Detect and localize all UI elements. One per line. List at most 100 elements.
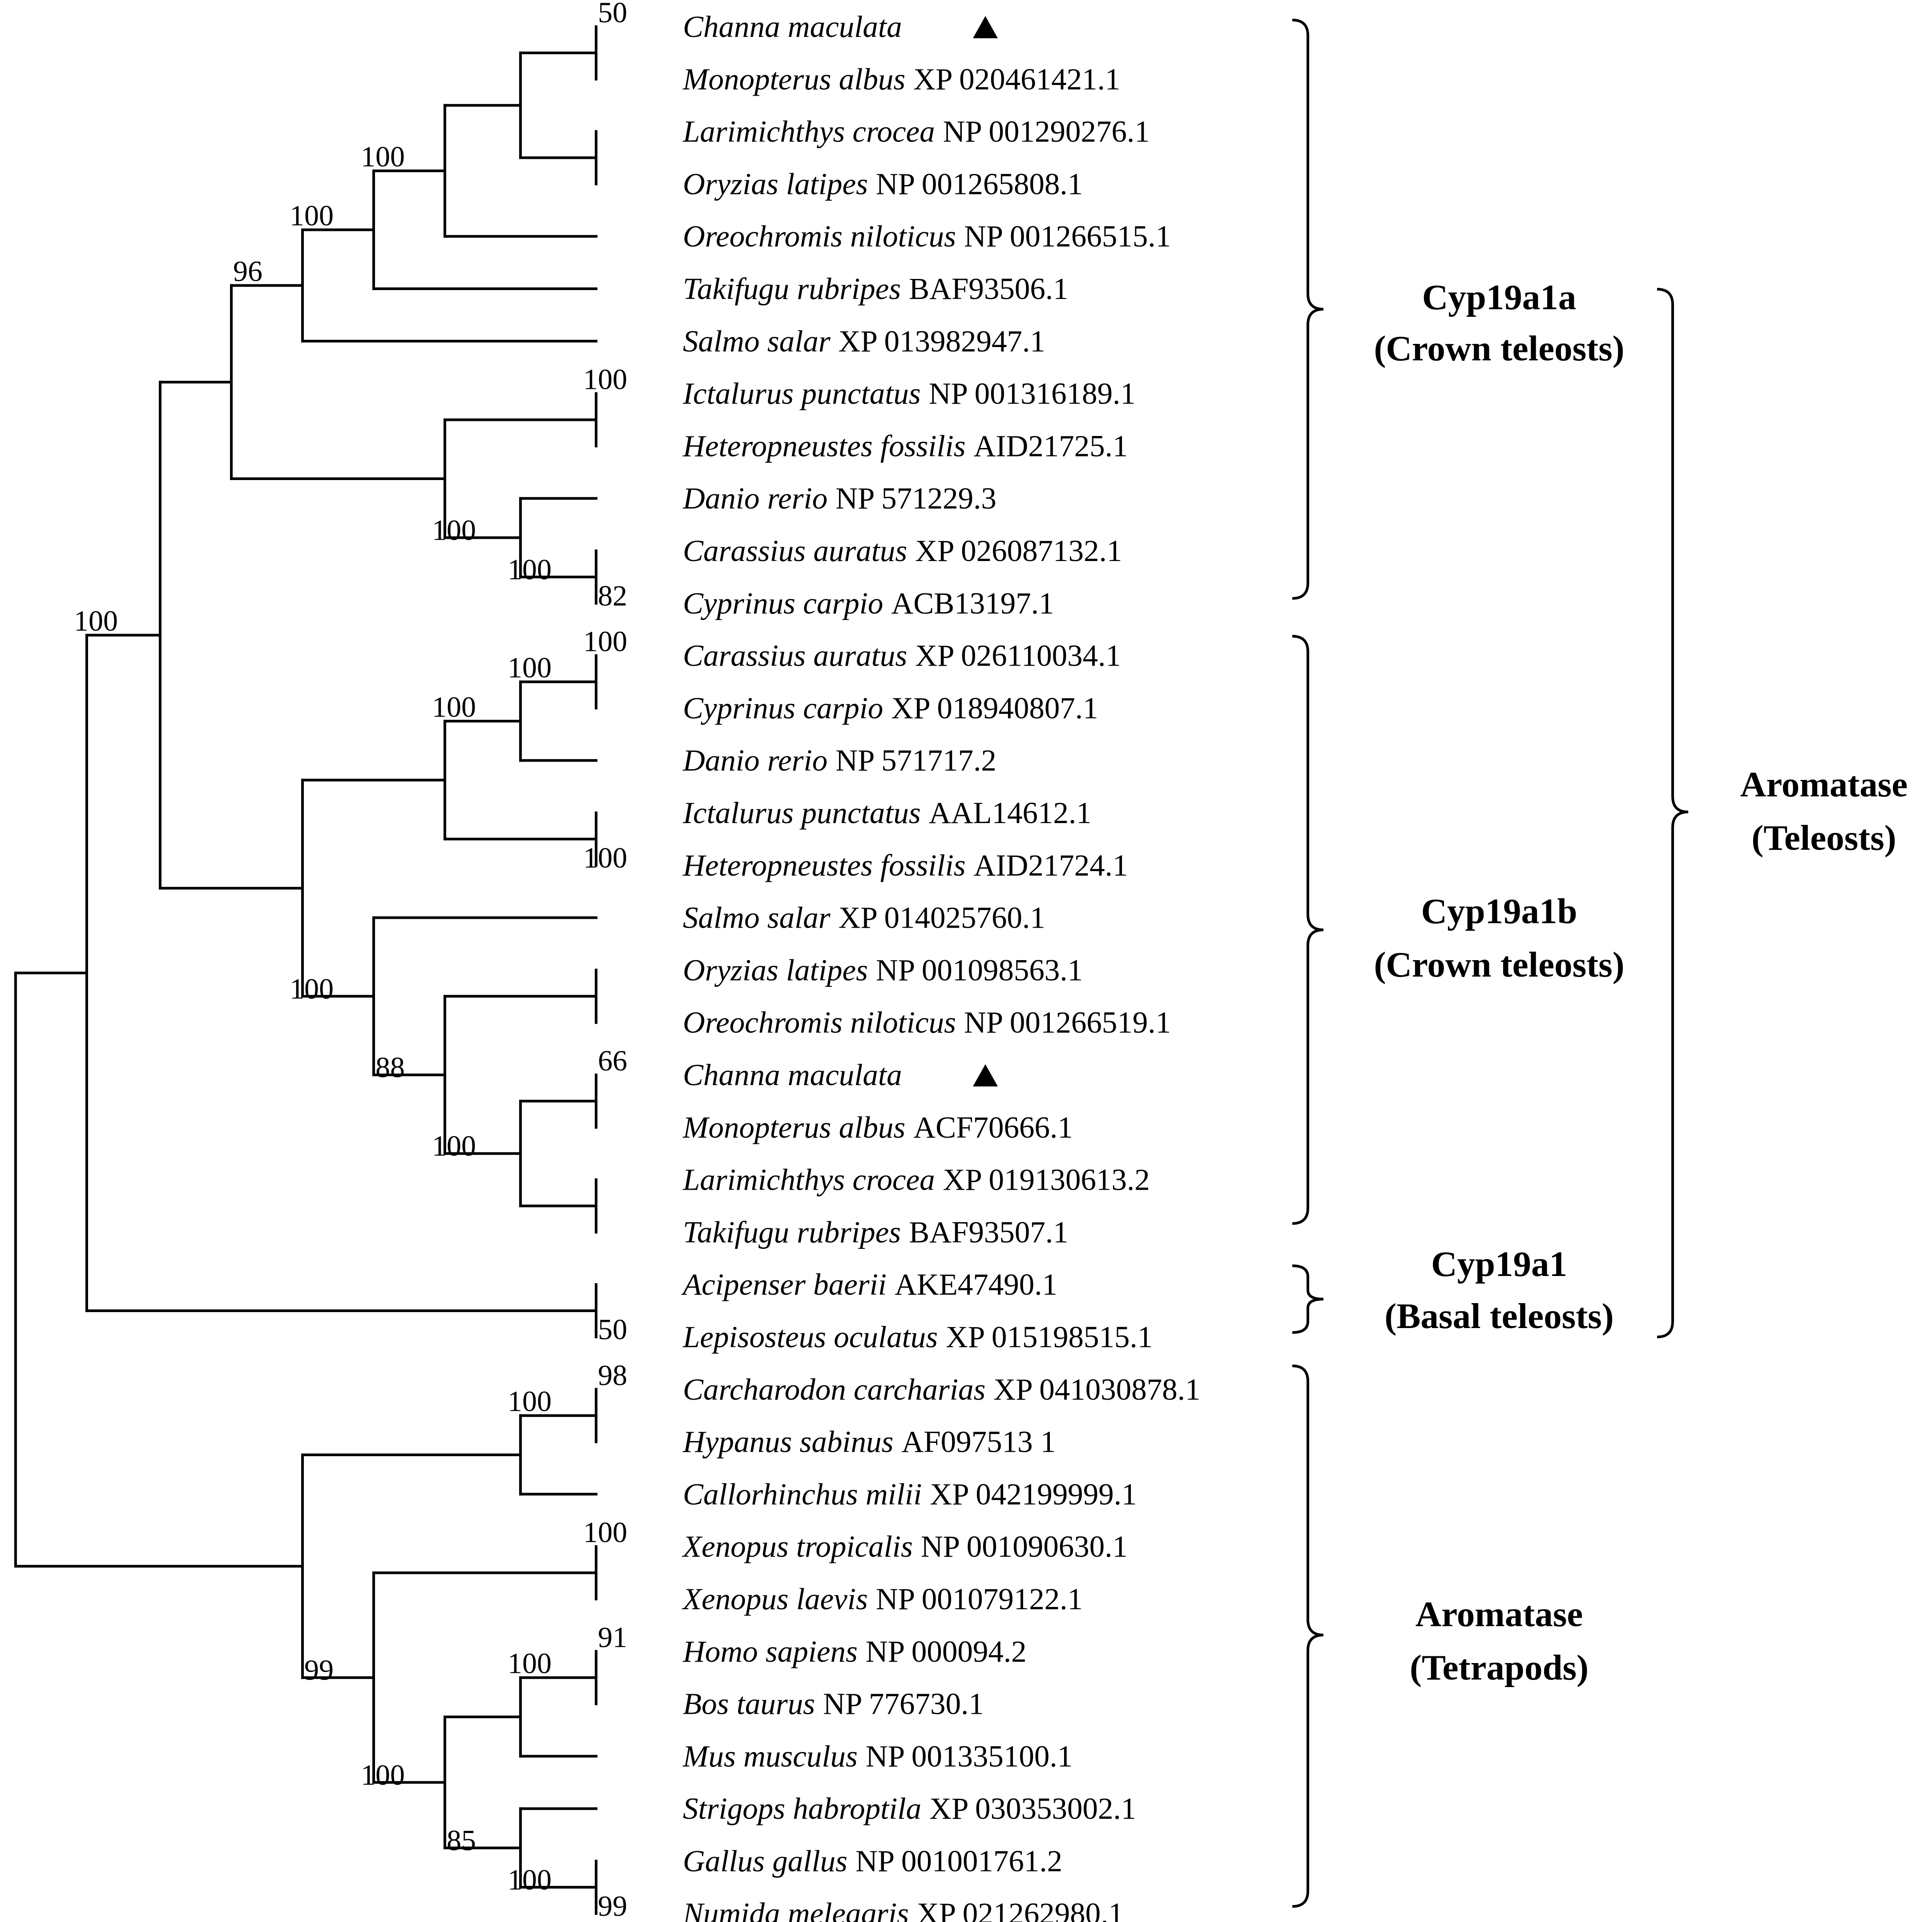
species-name: Channa maculata [683,10,902,44]
accession-number: NP 001098563.1 [876,953,1083,987]
accession-number: AKE47490.1 [895,1268,1057,1301]
species-name: Oryzias latipes [683,953,868,987]
accession-number: ACB13197.1 [891,586,1054,620]
accession-number: AID21725.1 [974,429,1128,463]
cyp19a1b-sublabel: (Crown teleosts) [1374,945,1624,985]
species-name: Gallus gallus [683,1844,847,1878]
species-name: Oreochromis niloticus [683,219,956,253]
bootstrap-value: 50 [598,1313,627,1346]
species-name: Xenopus tropicalis [682,1530,913,1563]
bootstrap-value: 88 [375,1051,405,1084]
species-name: Callorhinchus milii [683,1477,922,1511]
bootstrap-value: 96 [233,255,262,288]
bootstrap-value: 66 [598,1045,627,1077]
accession-number: NP 571229.3 [835,481,996,515]
accession-number: NP 001079122.1 [876,1582,1083,1616]
bootstrap-value: 98 [598,1359,627,1392]
triangle-marker-icon [973,16,998,38]
bootstrap-value: 100 [432,514,476,547]
bracket-cyp19a1 [1292,1264,1324,1334]
species-name: Oryzias latipes [683,167,868,201]
aromatase-tetrapods-sublabel: (Tetrapods) [1410,1647,1589,1688]
accession-number: NP 001090630.1 [921,1530,1128,1563]
bootstrap-value: 100 [432,691,476,723]
accession-number: NP 001290276.1 [943,115,1150,149]
bracket-cyp19a1a [1292,19,1324,600]
bootstrap-value: 100 [290,199,334,232]
bootstrap-value: 91 [598,1621,627,1654]
accession-number: AAL14612.1 [929,796,1092,830]
species-name: Hypanus sabinus [682,1425,893,1459]
accession-number: AID21724.1 [974,848,1128,882]
species-name: Larimichthys crocea [682,115,935,149]
species-name: Carassius auratus [683,534,907,568]
accession-number: AF097513 1 [901,1425,1056,1459]
accession-number: XP 014025760.1 [839,901,1045,935]
aromatase-tetrapods-label: Aromatase [1416,1594,1583,1634]
species-name: Bos taurus [683,1687,815,1721]
accession-number: XP 015198515.1 [946,1320,1153,1354]
accession-number: BAF93506.1 [909,272,1068,306]
species-name: Heteropneustes fossilis [682,848,966,882]
taxon-label: Channa maculata [683,1058,902,1092]
accession-number: NP 001001761.2 [855,1844,1062,1878]
accession-number: ACF70666.1 [913,1110,1073,1144]
species-name: Xenopus laevis [682,1582,868,1616]
accession-number: NP 001266519.1 [964,1005,1171,1039]
species-name: Ictalurus punctatus [682,377,921,411]
accession-number: XP 021262980.1 [917,1897,1124,1922]
accession-number: NP 001335100.1 [866,1739,1073,1773]
cyp19a1-label: Cyp19a1 [1431,1244,1567,1284]
bootstrap-value: 100 [74,605,118,638]
bootstrap-value: 100 [508,1864,552,1896]
bootstrap-value: 100 [583,363,627,396]
cyp19a1a-label: Cyp19a1a [1422,277,1577,317]
species-name: Carcharodon carcharias [683,1373,985,1406]
species-name: Homo sapiens [682,1635,858,1668]
species-name: Ictalurus punctatus [682,796,921,830]
species-name: Acipenser baerii [681,1268,887,1301]
cyp19a1-sublabel: (Basal teleosts) [1384,1296,1613,1336]
bootstrap-values: 5010010010082100100961001001001006610088… [74,0,627,1922]
accession-number: XP 042199999.1 [930,1477,1137,1511]
aromatase-teleosts-label: Aromatase [1740,764,1908,804]
species-name: Monopterus albus [682,1110,905,1144]
species-name: Channa maculata [683,1058,902,1092]
triangle-marker-icon [973,1064,998,1086]
bootstrap-value: 100 [508,1647,552,1680]
bootstrap-value: 100 [583,1516,627,1549]
bootstrap-value: 99 [304,1654,334,1687]
species-name: Takifugu rubripes [683,1215,901,1249]
species-name: Larimichthys crocea [682,1163,935,1197]
species-name: Cyprinus carpio [683,691,883,725]
accession-number: XP 030353002.1 [929,1792,1136,1825]
species-name: Oreochromis niloticus [683,1005,956,1039]
accession-number: XP 026110034.1 [915,639,1121,673]
bootstrap-value: 100 [508,652,552,684]
